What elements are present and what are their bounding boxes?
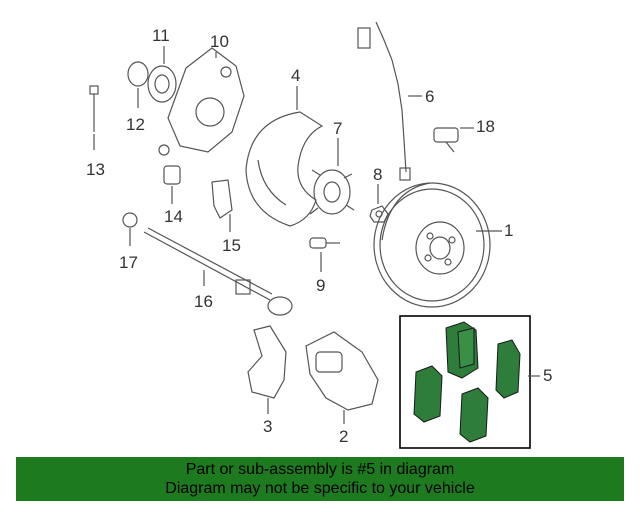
- callout-2: 2: [339, 427, 349, 446]
- abs-sensor-wire-part: [357, 21, 411, 181]
- sensor-part: [433, 127, 459, 153]
- hub-nut-part: [369, 205, 389, 223]
- dust-shield-part: [245, 111, 324, 227]
- tie-rod-nut-part: [122, 212, 138, 228]
- bushing-part: [163, 165, 181, 185]
- info-banner: Part or sub-assembly is #5 in diagram Di…: [16, 457, 624, 501]
- callout-16: 16: [194, 292, 213, 311]
- brake-rotor-part: [373, 182, 491, 308]
- callout-14: 14: [164, 207, 183, 226]
- callout-12: 12: [126, 115, 145, 134]
- wheel-bearing-part: [147, 65, 177, 103]
- snap-ring-part: [127, 61, 149, 87]
- info-banner-line-1: Part or sub-assembly is #5 in diagram: [185, 461, 455, 478]
- brake-caliper-part: [305, 331, 379, 411]
- callout-7: 7: [333, 119, 343, 138]
- callout-13: 13: [86, 160, 105, 179]
- wheel-hub-part: [309, 169, 355, 215]
- callout-4: 4: [291, 66, 301, 85]
- callout-1: 1: [504, 221, 514, 240]
- callout-3: 3: [263, 417, 273, 436]
- steering-knuckle-part: [158, 47, 245, 156]
- callout-11: 11: [152, 26, 170, 45]
- wheel-stud-part: [309, 237, 340, 249]
- callout-10: 10: [210, 32, 229, 51]
- tie-rod-part: [143, 227, 293, 316]
- callout-5: 5: [543, 366, 553, 385]
- callout-6: 6: [425, 87, 435, 106]
- knuckle-bolt-part: [89, 85, 99, 132]
- callout-15: 15: [222, 236, 241, 255]
- callout-8: 8: [373, 165, 383, 184]
- brake-pads-part: [413, 321, 521, 443]
- callout-17: 17: [119, 253, 138, 272]
- bracket-clip-part: [211, 179, 233, 219]
- callout-9: 9: [316, 276, 326, 295]
- info-banner-line-2: Diagram may not be specific to your vehi…: [165, 480, 475, 497]
- brake-pads-highlight-box: [399, 315, 531, 449]
- callout-18: 18: [476, 117, 495, 136]
- caliper-bracket-part: [247, 325, 287, 399]
